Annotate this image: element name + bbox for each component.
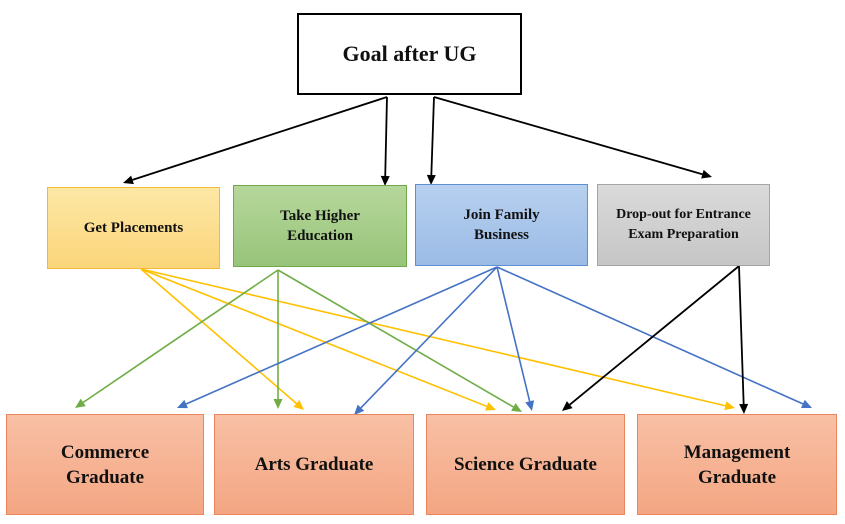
arrowhead-icon [562, 401, 573, 411]
science-graduate-label: Science Graduate [453, 454, 597, 475]
arrowhead-icon [525, 400, 535, 411]
management-graduate-node: Management Graduate [637, 414, 837, 515]
get-placements-node: Get Placements [47, 187, 220, 269]
drop-out-entrance-exam-label: Drop-out for Entrance Exam Preparation [616, 207, 751, 242]
arrowhead-icon [701, 169, 712, 179]
join-family-business-to-commerce-graduate-connector [177, 266, 498, 409]
take-higher-education-to-science-graduate-connector [277, 269, 522, 412]
arrowhead-icon [354, 404, 365, 415]
arrowhead-icon [511, 403, 522, 412]
take-higher-education-to-commerce-graduate-connector [75, 269, 279, 408]
get-placements-to-management-graduate-connector [140, 268, 735, 411]
goal-after-ug-label: Goal after UG [342, 41, 477, 66]
arrowhead-icon [739, 403, 749, 414]
drop-out-entrance-exam-node: Drop-out for Entrance Exam Preparation [597, 184, 770, 266]
get-placements-to-science-graduate-connector [140, 268, 496, 411]
goal-after-ug-to-take-higher-education-connector [380, 96, 390, 186]
drop-out-entrance-exam-to-management-graduate-connector [738, 265, 749, 414]
arts-graduate-label: Arts Graduate [254, 454, 374, 475]
goal-after-ug-to-join-family-business-connector [426, 96, 436, 185]
arrowhead-icon [75, 398, 86, 408]
take-higher-education-label: Take Higher Education [280, 208, 360, 244]
take-higher-education-node: Take Higher Education [233, 185, 407, 267]
arts-graduate-node: Arts Graduate [214, 414, 414, 515]
arrowhead-icon [426, 174, 436, 185]
drop-out-entrance-exam-to-science-graduate-connector [562, 265, 740, 411]
arrowhead-icon [123, 175, 134, 185]
get-placements-to-arts-graduate-connector [140, 268, 304, 410]
join-family-business-node: Join Family Business [415, 184, 588, 266]
goal-after-ug-node: Goal after UG [297, 13, 522, 95]
arrowhead-icon [801, 399, 812, 409]
commerce-graduate-label: Commerce Graduate [60, 441, 150, 488]
goal-after-ug-to-drop-out-entrance-exam-connector [433, 96, 712, 179]
get-placements-label: Get Placements [83, 220, 184, 236]
goal-after-ug-to-get-placements-connector [123, 96, 388, 185]
join-family-business-label: Join Family Business [463, 207, 540, 243]
arrowhead-icon [485, 402, 496, 411]
join-family-business-to-management-graduate-connector [496, 266, 812, 409]
join-family-business-to-science-graduate-connector [496, 266, 535, 411]
take-higher-education-to-arts-graduate-connector [273, 270, 283, 409]
join-family-business-to-arts-graduate-connector [354, 266, 498, 415]
arrowhead-icon [724, 401, 735, 411]
management-graduate-label: Management Graduate [683, 441, 791, 488]
science-graduate-node: Science Graduate [426, 414, 625, 515]
arrowhead-icon [293, 400, 304, 410]
arrowhead-icon [273, 399, 283, 409]
arrowhead-icon [177, 399, 188, 409]
commerce-graduate-node: Commerce Graduate [6, 414, 204, 515]
arrowhead-icon [380, 175, 390, 186]
